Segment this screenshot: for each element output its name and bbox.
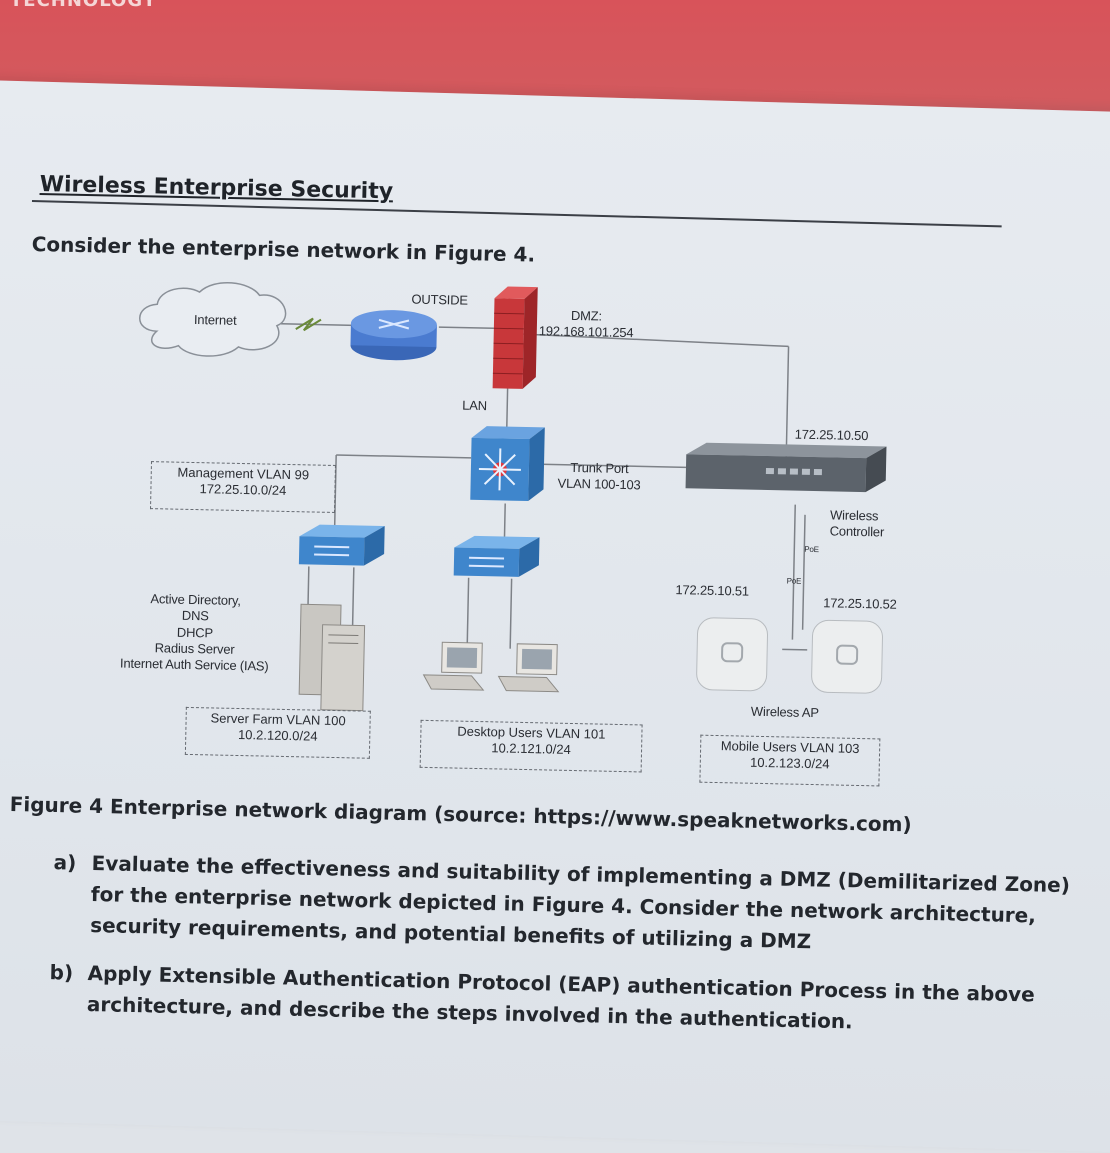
poe-label: PoE (786, 576, 802, 586)
ip-52-label: 172.25.10.52 (823, 595, 897, 612)
wireless-controller-label: Wireless Controller (829, 507, 885, 540)
server-farm-vlan-box: Server Farm VLAN 100 10.2.120.0/24 (184, 706, 371, 759)
question-marker: b) (49, 960, 74, 985)
server-switch-icon (298, 524, 385, 566)
desktop-switch-icon (453, 535, 540, 577)
server-icon (298, 603, 366, 712)
wireless-ap-icon (811, 619, 883, 694)
firewall-icon (492, 286, 538, 389)
server-services-label: Active Directory, DNS DHCP Radius Server… (119, 591, 269, 674)
core-switch-icon (470, 426, 545, 502)
question-marker: a) (53, 850, 77, 875)
wireless-ap-icon (696, 617, 769, 692)
lan-label: LAN (462, 397, 488, 414)
internet-label: Internet (193, 311, 237, 328)
desktop-pc-icon (422, 641, 485, 691)
ip-50-label: 172.25.10.50 (794, 426, 869, 444)
poe-label: PoE (804, 544, 819, 555)
management-vlan-box: Management VLAN 99 172.25.10.0/24 (150, 461, 336, 513)
outside-label: OUTSIDE (411, 291, 468, 308)
desktop-users-vlan-box: Desktop Users VLAN 101 10.2.121.0/24 (419, 719, 643, 773)
header-band-text: TECHNOLOGY (10, 0, 157, 11)
wireless-ap-label: Wireless AP (750, 703, 819, 721)
diagram-canvas (139, 281, 887, 712)
internet-cloud-icon (139, 281, 287, 357)
mobile-users-vlan-box: Mobile Users VLAN 103 10.2.123.0/24 (699, 734, 881, 787)
trunk-port-label: Trunk Port VLAN 100-103 (557, 459, 641, 493)
router-icon (350, 310, 437, 361)
wireless-controller-icon (685, 442, 887, 493)
ip-51-label: 172.25.10.51 (675, 582, 750, 599)
dmz-label: DMZ: 192.168.101.254 (538, 307, 634, 341)
serial-link-icon (295, 317, 322, 332)
network-diagram: Internet OUTSIDE DMZ: 192.168.101.254 LA… (89, 270, 920, 807)
desktop-pc-icon (497, 643, 560, 693)
connection-lines (280, 323, 808, 651)
